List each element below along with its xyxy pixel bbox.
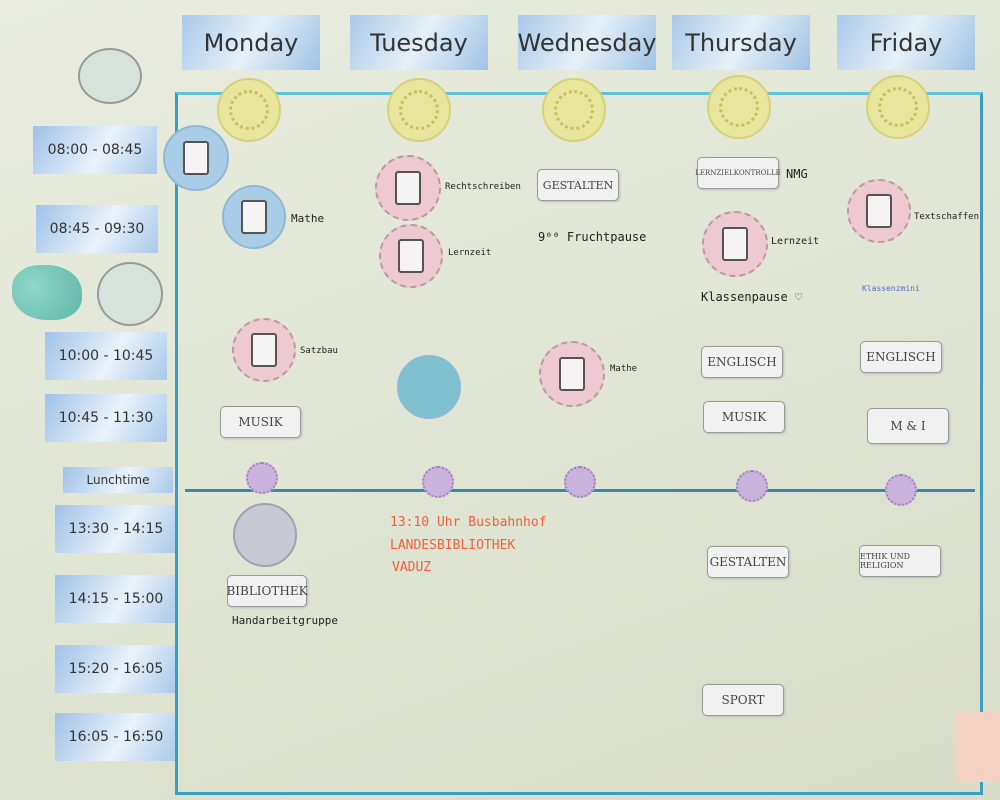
checklist-icon [375,155,441,221]
butterfly-icon [12,265,82,320]
sun-icon [542,78,606,142]
sun-icon [707,75,771,139]
card-gestalten: GESTALTEN [707,546,789,578]
checklist-icon [539,341,605,407]
sun-icon [387,78,451,142]
day-friday: Friday [837,15,975,70]
time-slot: 08:00 - 08:45 [33,126,157,174]
day-wednesday: Wednesday [518,15,656,70]
time-slot: 10:00 - 10:45 [45,332,167,380]
lunch-icon [246,462,278,494]
time-slot: 13:30 - 14:15 [55,505,177,553]
note-mathe: Mathe [610,364,638,374]
sun-icon [217,78,281,142]
checklist-icon [232,318,296,382]
card-englisch: ENGLISCH [701,346,783,378]
card-bibliothek: BIBLIOTHEK [226,575,308,607]
time-slot: 14:15 - 15:00 [55,575,177,623]
lunch-icon [564,466,596,498]
note-lernzeit: Lernzeit [771,236,820,247]
bell-icon [78,48,142,104]
note-textschaffen: Textschaffen [914,212,980,222]
note-nmg: NMG [786,167,808,181]
note-bus: 13:10 Uhr Busbahnhof [390,515,547,530]
lunch-icon [422,466,454,498]
card-ethik-religion: ETHIK UND RELIGION [859,545,941,577]
note-mathe: Mathe [291,212,325,225]
time-slot: 15:20 - 16:05 [55,645,177,693]
note-lernzeit: Lernzeit [448,248,492,258]
time-slot: 16:05 - 16:50 [55,713,177,761]
time-slot: 08:45 - 09:30 [36,205,158,253]
sun-icon [866,75,930,139]
lunch-icon [736,470,768,502]
card-musik: MUSIK [703,401,785,433]
speech-bubbles-icon [233,503,297,567]
note-satzbau: Satzbau [300,346,338,356]
time-slot: 10:45 - 11:30 [45,394,167,442]
checklist-icon [702,211,768,277]
checklist-icon [379,224,443,288]
folder-icon [163,125,229,191]
day-monday: Monday [182,15,320,70]
note-fruchtpause: 9⁰⁰ Fruchtpause [538,230,647,244]
teacher-icon [222,185,286,249]
checklist-icon [847,179,911,243]
note-vaduz: VADUZ [392,560,432,575]
note-klassenzmini: Klassenzmini [862,284,920,293]
card-sport: SPORT [702,684,784,716]
card-lernzielkontrolle: LERNZIELKONTROLLE [695,157,781,189]
lunch-icon [885,474,917,506]
note-rechtschreiben: Rechtschreiben [445,182,521,192]
card-englisch: ENGLISCH [860,341,942,373]
card-gestalten: GESTALTEN [537,169,619,201]
lunchtime-label: Lunchtime [63,467,173,493]
banner-icon [397,355,461,419]
note-klassenpause: Klassenpause ♡ [701,290,803,304]
note-handarbeitgruppe: Handarbeitgruppe [232,614,338,627]
day-tuesday: Tuesday [350,15,488,70]
note-landesbibliothek: LANDESBIBLIOTHEK [390,538,516,553]
day-thursday: Thursday [672,15,810,70]
card-m-und-i: M & I [867,408,949,444]
card-musik: MUSIK [220,406,301,438]
sticky-note [955,712,1000,782]
lunchbox-icon [97,262,163,326]
